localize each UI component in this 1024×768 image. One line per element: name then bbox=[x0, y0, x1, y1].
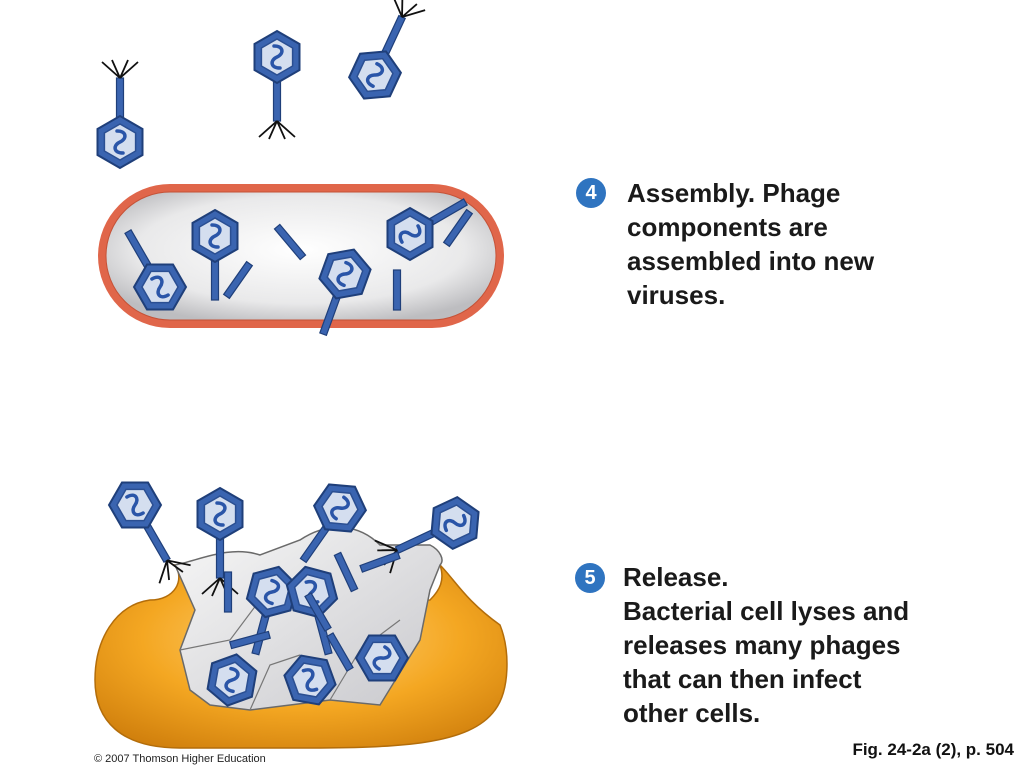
step-4-line-2: components are bbox=[627, 212, 828, 242]
step-5-badge: 5 bbox=[575, 563, 605, 593]
step-4-line-1: Assembly. Phage bbox=[627, 178, 841, 208]
step-5-line-1: Release. bbox=[623, 562, 729, 592]
copyright-notice: © 2007 Thomson Higher Education bbox=[94, 753, 266, 765]
step-4-line-4: viruses. bbox=[627, 280, 726, 310]
free-phage-2 bbox=[255, 31, 300, 139]
step-5-description: Release. Bacterial cell lyses and releas… bbox=[623, 560, 909, 730]
step-5-line-4: that can then infect bbox=[623, 664, 862, 694]
figure-reference: Fig. 24-2a (2), p. 504 bbox=[852, 740, 1014, 759]
lysed-bacterial-cell bbox=[94, 526, 508, 749]
step-5-line-3: releases many phages bbox=[623, 630, 901, 660]
free-phage-1 bbox=[98, 60, 143, 168]
step-4-line-3: assembled into new bbox=[627, 246, 875, 276]
free-phage-3 bbox=[344, 0, 430, 108]
step-4-description: Assembly. Phage components are assembled… bbox=[627, 176, 874, 312]
step-5-line-2: Bacterial cell lyses and bbox=[623, 596, 910, 626]
step-4-badge: 4 bbox=[576, 178, 606, 208]
step-5-line-5: other cells. bbox=[623, 698, 761, 728]
